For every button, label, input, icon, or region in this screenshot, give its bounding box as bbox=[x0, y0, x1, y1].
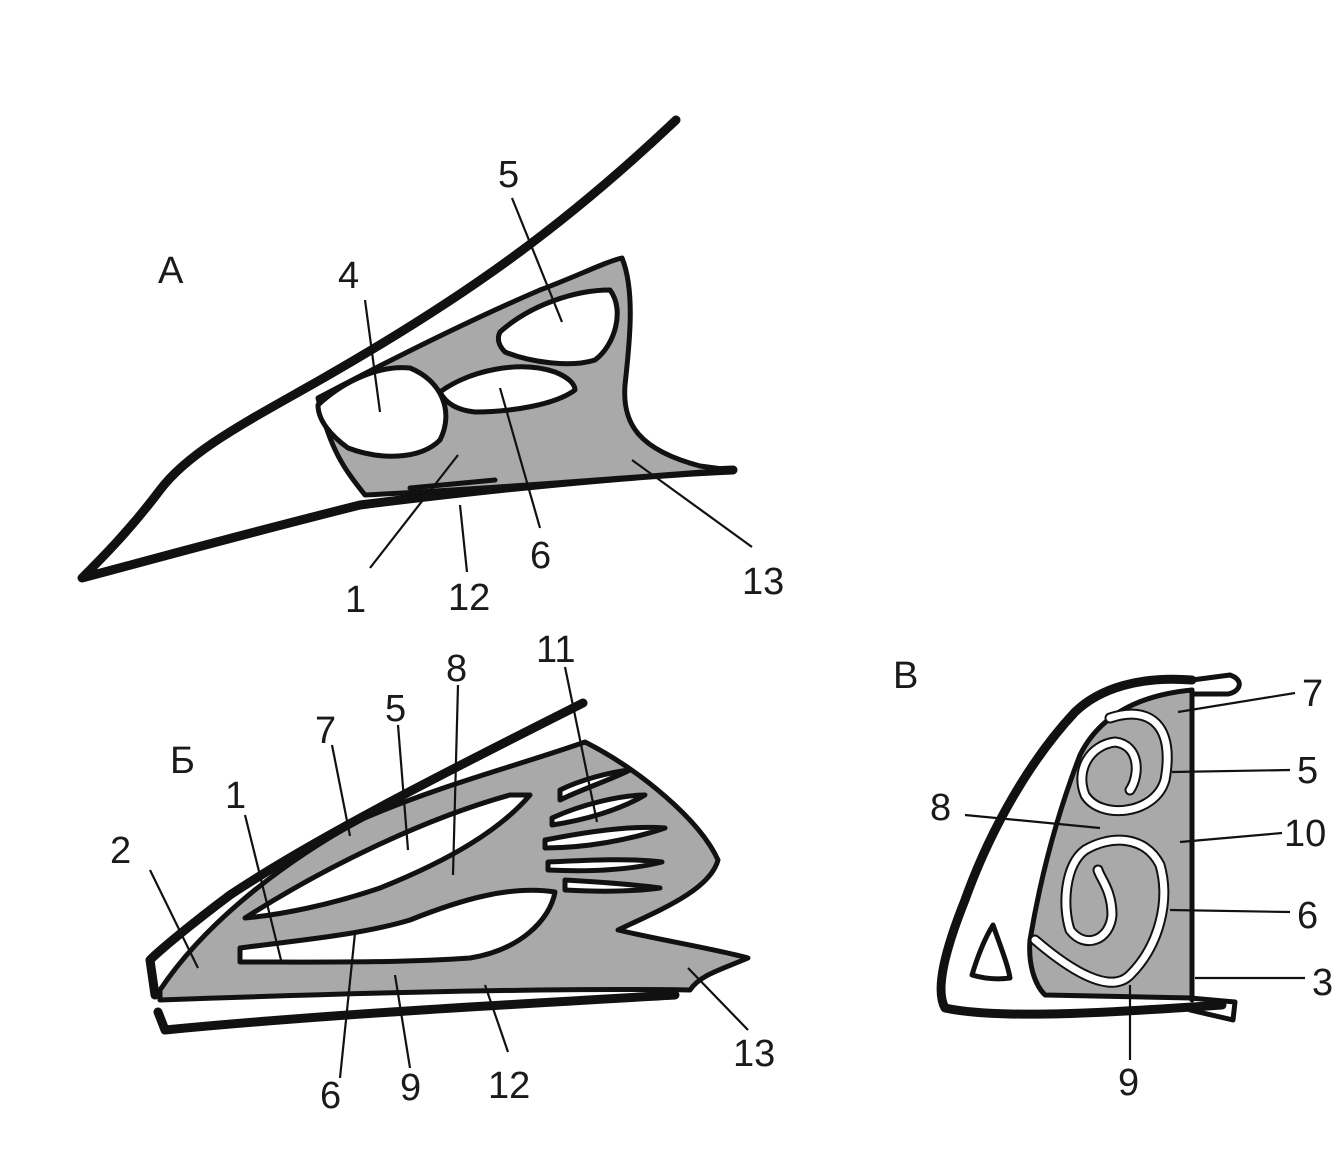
leader-line bbox=[149, 869, 199, 969]
panel-c-bottom-flap bbox=[1187, 995, 1238, 1023]
leader-line bbox=[964, 813, 1101, 830]
leader-line bbox=[369, 454, 459, 569]
panel-b-letter: Б bbox=[170, 740, 195, 782]
panel-c-letter: В bbox=[893, 655, 918, 697]
panel-b: Б 2 1 7 5 8 11 6 9 12 13 bbox=[110, 629, 775, 1117]
panel-c-lower-coil bbox=[1031, 836, 1168, 986]
leader-line bbox=[330, 744, 352, 837]
panel-b-lamella-1 bbox=[557, 767, 633, 803]
panel-b-lamella-5 bbox=[562, 877, 663, 894]
panel-c-label-6: 6 bbox=[1297, 895, 1318, 937]
leader-line bbox=[451, 684, 460, 876]
panel-b-label-7: 7 bbox=[315, 710, 336, 752]
panel-a-beak-outline bbox=[77, 115, 738, 583]
panel-b-label-9: 9 bbox=[400, 1067, 421, 1109]
panel-b-label-11: 11 bbox=[536, 629, 575, 671]
panel-b-label-12: 12 bbox=[488, 1065, 530, 1107]
panel-a-chamber-6 bbox=[437, 364, 578, 415]
panel-c-small-cavity bbox=[969, 922, 1013, 982]
leader-line bbox=[396, 724, 410, 851]
panel-a-label-6: 6 bbox=[530, 535, 551, 577]
panel-a-label-5: 5 bbox=[498, 154, 519, 196]
panel-b-lamella-2 bbox=[549, 792, 648, 828]
panel-a-label-12: 12 bbox=[448, 577, 490, 619]
panel-a-label-1: 1 bbox=[345, 579, 366, 621]
leader-line bbox=[498, 387, 542, 529]
panel-c-label-9: 9 bbox=[1118, 1062, 1139, 1104]
leader-line bbox=[1177, 691, 1296, 714]
panel-a: А 4 5 1 12 6 13 bbox=[77, 115, 784, 621]
leader-line bbox=[631, 459, 753, 548]
panel-c-label-8: 8 bbox=[930, 787, 951, 829]
panel-a-septum bbox=[407, 477, 498, 491]
leader-line bbox=[510, 197, 564, 323]
panel-a-chamber-4 bbox=[315, 365, 449, 459]
panel-a-chamber-5 bbox=[495, 287, 620, 367]
leader-line bbox=[363, 299, 382, 413]
leader-line bbox=[1179, 831, 1283, 844]
panel-b-beak-top bbox=[145, 698, 588, 1000]
panel-b-chamber-5 bbox=[242, 792, 533, 921]
panel-b-label-8: 8 bbox=[446, 648, 467, 690]
panel-b-label-5: 5 bbox=[385, 688, 406, 730]
panel-c-upper-coil bbox=[1078, 710, 1171, 814]
panel-a-label-4: 4 bbox=[338, 255, 359, 297]
panel-a-label-13: 13 bbox=[742, 561, 784, 603]
leader-line bbox=[458, 504, 469, 573]
panel-b-lamella-3 bbox=[542, 824, 668, 851]
panel-b-chamber-6 bbox=[237, 887, 558, 965]
leader-line bbox=[338, 932, 357, 1079]
panel-b-label-2: 2 bbox=[110, 830, 131, 872]
panel-c-label-10: 10 bbox=[1284, 813, 1326, 855]
panel-b-label-1: 1 bbox=[225, 775, 246, 817]
leader-line bbox=[1169, 908, 1291, 914]
leader-line bbox=[393, 974, 412, 1069]
panel-b-label-6: 6 bbox=[320, 1075, 341, 1117]
leader-line bbox=[1171, 768, 1291, 774]
panel-c: В 7 5 10 8 6 3 9 bbox=[893, 655, 1333, 1104]
leader-line bbox=[687, 967, 749, 1031]
leader-line bbox=[483, 984, 510, 1053]
panel-b-lamella-4 bbox=[545, 857, 665, 874]
panel-b-label-13: 13 bbox=[733, 1033, 775, 1075]
leader-line bbox=[563, 666, 599, 823]
panel-c-label-7: 7 bbox=[1302, 673, 1323, 715]
leader-line bbox=[243, 814, 284, 965]
panel-c-top-flap bbox=[1189, 672, 1242, 697]
panel-c-outer-wall bbox=[936, 674, 1227, 1019]
panel-b-beak-bottom bbox=[153, 990, 680, 1035]
panel-c-label-5: 5 bbox=[1297, 750, 1318, 792]
panel-c-label-3: 3 bbox=[1312, 962, 1333, 1004]
panel-a-letter: А bbox=[158, 250, 184, 292]
